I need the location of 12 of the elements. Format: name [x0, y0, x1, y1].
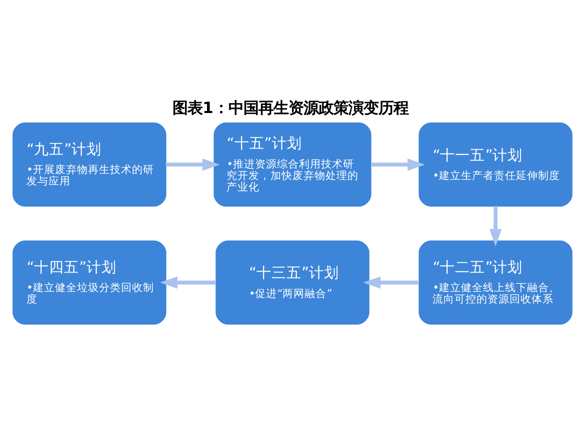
arrow — [363, 276, 420, 288]
arrow — [489, 206, 502, 246]
arrow — [166, 158, 220, 170]
node-box: “九五”计划 •开展废弃物再生技术的研发与应用 — [12, 122, 166, 206]
arrow — [160, 276, 216, 288]
diagram-title: 图表1：中国再生资源政策演变历程 — [172, 98, 408, 117]
node-box: “十五”计划 •推进资源综合利用技术研究开发，加快废弃物处理的产业化 — [214, 122, 372, 206]
node-box: “十一五”计划 •建立生产者责任延伸制度 — [418, 122, 572, 206]
arrow — [370, 158, 425, 170]
node-box: “十三五”计划 •促进“两网融合” — [216, 240, 370, 324]
node-box: “十二五”计划 •建立健全线上线下融合、流向可控的资源回收体系 — [418, 240, 572, 324]
node-box: “十四五”计划 •建立健全垃圾分类回收制度 — [12, 240, 166, 324]
